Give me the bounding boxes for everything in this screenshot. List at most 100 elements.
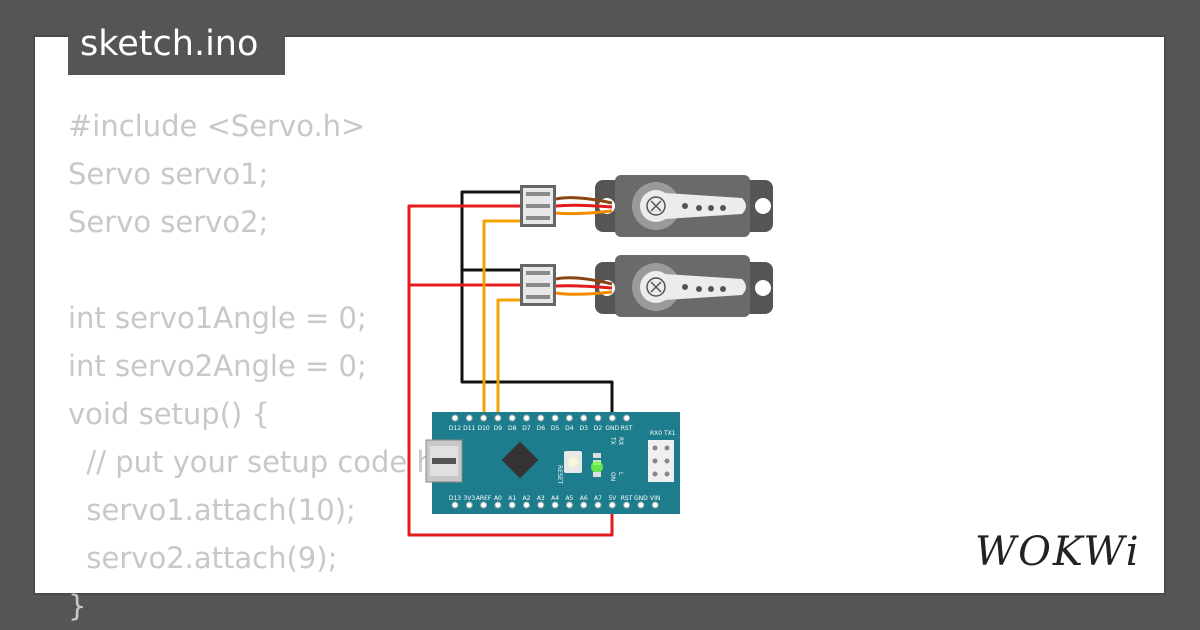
pin-hole[interactable] xyxy=(594,414,602,422)
pin-label: D8 xyxy=(508,425,517,432)
icsp-header xyxy=(648,440,674,482)
led-label: ON xyxy=(609,472,616,481)
pin-label: D2 xyxy=(594,425,603,432)
pin-hole[interactable] xyxy=(608,414,616,422)
pin-hole[interactable] xyxy=(594,501,602,509)
pin-label: D3 xyxy=(579,425,588,432)
code-line: void setup() { xyxy=(68,397,270,431)
pin-hole[interactable] xyxy=(451,501,459,509)
servo-1-connector xyxy=(520,185,556,227)
pin-hole[interactable] xyxy=(565,414,573,422)
pin-label: D10 xyxy=(477,425,489,432)
pin-label: RST xyxy=(621,425,633,432)
servo-2-horn-hole xyxy=(720,286,726,292)
pin-hole[interactable] xyxy=(623,414,631,422)
servo-1-screw-cross xyxy=(650,200,662,212)
wokwi-logo: WOKWi xyxy=(975,529,1141,575)
pin-label: 5V xyxy=(608,495,617,502)
wire-servo1-signal-d10[interactable] xyxy=(482,219,527,418)
pin-hole[interactable] xyxy=(580,501,588,509)
wire-servo1-vcc[interactable] xyxy=(407,204,614,537)
pin-label: GND xyxy=(634,495,648,502)
icsp-pins xyxy=(652,445,670,477)
servo-2-leads xyxy=(555,276,613,296)
pin-label: A1 xyxy=(508,495,516,502)
pin-label: D6 xyxy=(537,425,546,432)
code-line: } xyxy=(68,589,87,623)
code-line: #include <Servo.h> xyxy=(68,109,366,143)
pin-hole[interactable] xyxy=(637,501,645,509)
pin-label: A0 xyxy=(494,495,502,502)
tab-sketch-ino[interactable]: sketch.ino xyxy=(68,13,285,75)
led-label: L xyxy=(617,472,624,476)
pin-label: A5 xyxy=(565,495,573,502)
pin-hole[interactable] xyxy=(608,501,616,509)
tx1-label: TX1 xyxy=(663,430,676,437)
reset-label: RESET xyxy=(556,465,563,485)
pin-label: A4 xyxy=(551,495,559,502)
pin-hole[interactable] xyxy=(537,501,545,509)
servo-2-horn-hole xyxy=(682,284,688,290)
pin-label: D5 xyxy=(551,425,560,432)
servo-2-horn-hole xyxy=(708,286,714,292)
pin-label: D9 xyxy=(494,425,503,432)
pin-label: A6 xyxy=(580,495,588,502)
pin-hole[interactable] xyxy=(623,501,631,509)
servo-2[interactable] xyxy=(595,255,773,317)
servo-1-horn-hole xyxy=(720,205,726,211)
pin-label: GND xyxy=(605,425,619,432)
pin-hole[interactable] xyxy=(551,501,559,509)
pin-hole[interactable] xyxy=(480,501,488,509)
pin-label: A2 xyxy=(523,495,531,502)
wokwi-logo-text: WOKWi xyxy=(975,529,1141,575)
pin-hole[interactable] xyxy=(465,414,473,422)
code-line: int servo2Angle = 0; xyxy=(68,349,367,383)
pin-hole[interactable] xyxy=(651,501,659,509)
pin-hole[interactable] xyxy=(480,414,488,422)
pin-label: D7 xyxy=(522,425,531,432)
rx0-label: RX0 xyxy=(650,430,662,437)
pin-hole[interactable] xyxy=(494,501,502,509)
servo-1-horn-hole xyxy=(682,203,688,209)
servo-2-screw-hole-right xyxy=(755,280,771,296)
code-line: int servo1Angle = 0; xyxy=(68,301,367,335)
wire-servo2-gnd[interactable] xyxy=(460,268,527,382)
pin-hole[interactable] xyxy=(537,414,545,422)
pin-label: A7 xyxy=(594,495,602,502)
pin-label: D12 xyxy=(449,425,461,432)
pin-hole[interactable] xyxy=(551,414,559,422)
pin-hole[interactable] xyxy=(451,414,459,422)
pin-label: D4 xyxy=(565,425,574,432)
pin-hole[interactable] xyxy=(565,501,573,509)
pin-hole[interactable] xyxy=(580,414,588,422)
pin-label: D13 xyxy=(449,495,461,502)
pin-hole[interactable] xyxy=(465,501,473,509)
wires xyxy=(407,190,614,537)
code-line: Servo servo2; xyxy=(68,205,269,239)
servo-2-horn-hole xyxy=(696,286,702,292)
servo-1[interactable] xyxy=(595,175,773,237)
pin-hole[interactable] xyxy=(508,501,516,509)
code-line: Servo servo1; xyxy=(68,157,269,191)
pin-label: 3V3 xyxy=(463,495,475,502)
pin-hole[interactable] xyxy=(508,414,516,422)
servo-1-horn-hole xyxy=(696,205,702,211)
led-l xyxy=(593,472,601,477)
wire-servo2-signal-d9[interactable] xyxy=(496,298,527,418)
reset-button-cap xyxy=(568,457,578,467)
servo-1-leads xyxy=(555,196,613,216)
microcontroller-chip xyxy=(501,441,539,479)
pin-label: RST xyxy=(621,495,633,502)
led-label: RX xyxy=(617,437,624,445)
pin-hole[interactable] xyxy=(523,414,530,422)
led-tx xyxy=(593,453,601,458)
pin-hole[interactable] xyxy=(494,414,502,422)
pin-label: VIN xyxy=(650,495,660,502)
pin-hole[interactable] xyxy=(523,501,530,509)
servo-1-horn-hole xyxy=(708,205,714,211)
